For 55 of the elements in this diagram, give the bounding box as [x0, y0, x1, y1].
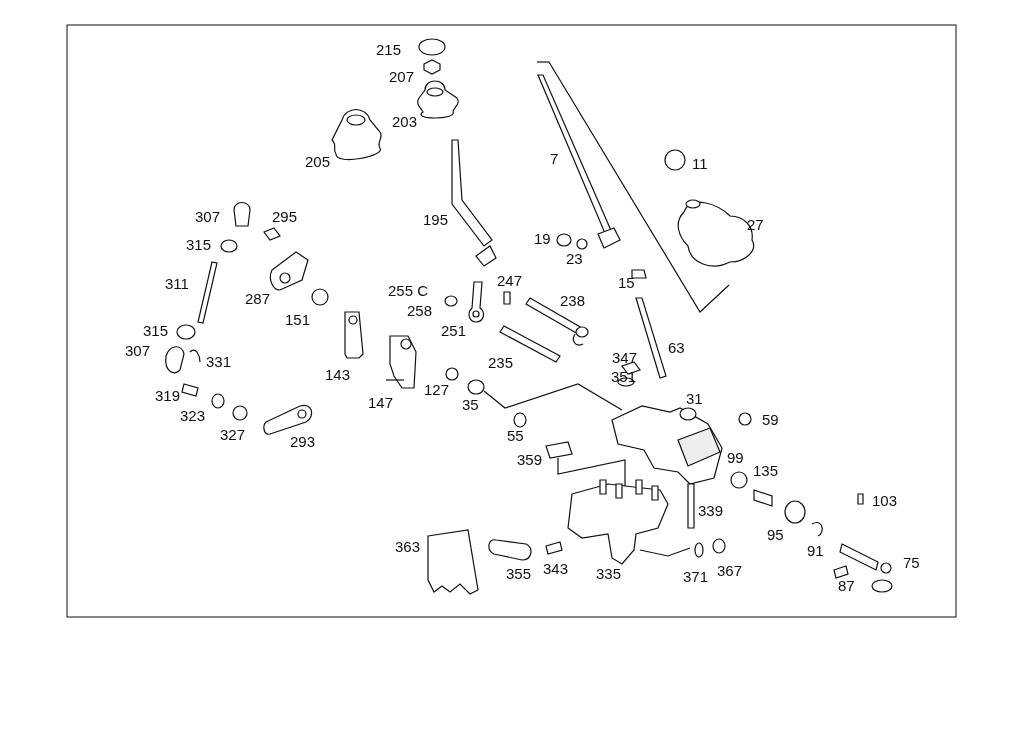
- callout-number: 19: [534, 230, 551, 246]
- callout-number: 351: [611, 368, 637, 384]
- callout-number: 205: [305, 153, 331, 169]
- callout-number: 339: [698, 502, 724, 518]
- callout-number: 287: [245, 290, 271, 306]
- callout-number: 293: [290, 433, 316, 449]
- callout-number: 315: [186, 236, 212, 252]
- callout-number: 75: [903, 554, 920, 570]
- callout-number: 359: [517, 451, 543, 467]
- callout-number: 343: [543, 560, 569, 576]
- callout-number: 363: [395, 538, 421, 554]
- callout-number: 255 C: [388, 282, 429, 298]
- callout-number: 135: [753, 462, 779, 478]
- callout-number: 331: [206, 353, 232, 369]
- callout-number: 23: [566, 250, 583, 266]
- callout-number: 203: [392, 113, 418, 129]
- callout-number: 295: [272, 208, 298, 224]
- callout-number: 235: [488, 354, 514, 370]
- callout-number: 143: [325, 366, 351, 382]
- callout-number: 215: [376, 41, 402, 57]
- callout-number: 59: [762, 411, 779, 427]
- callout-number: 307: [125, 342, 151, 358]
- callout-number: 367: [717, 562, 743, 578]
- callout-number: 151: [285, 311, 311, 327]
- callout-number: 238: [560, 292, 586, 308]
- callout-number: 347: [612, 349, 638, 365]
- callout-number: 319: [155, 387, 181, 403]
- callout-number: 355: [506, 565, 532, 581]
- callout-number: 99: [727, 449, 744, 465]
- callout-number: 195: [423, 211, 449, 227]
- callout-number: 91: [807, 542, 824, 558]
- callout-number: 127: [424, 381, 450, 397]
- callout-number: 327: [220, 426, 246, 442]
- callout-number: 258: [407, 302, 433, 318]
- callout-number: 27: [747, 216, 764, 232]
- callout-number: 31: [686, 390, 703, 406]
- callout-number: 251: [441, 322, 467, 338]
- callout-number: 35: [462, 396, 479, 412]
- callout-number: 147: [368, 394, 394, 410]
- callout-number: 371: [683, 568, 709, 584]
- callout-number: 15: [618, 274, 635, 290]
- callout-number: 311: [165, 275, 189, 291]
- callout-number: 103: [872, 492, 898, 508]
- callout-number: 7: [550, 150, 559, 166]
- callout-number: 87: [838, 577, 855, 593]
- callout-number: 95: [767, 526, 784, 542]
- callout-number: 55: [507, 427, 524, 443]
- callout-number: 63: [668, 339, 685, 355]
- callout-number: 335: [596, 565, 622, 581]
- callout-number: 315: [143, 322, 169, 338]
- callout-number: 323: [180, 407, 206, 423]
- callout-number: 247: [497, 272, 523, 288]
- callout-number: 207: [389, 68, 415, 84]
- callout-number: 307: [195, 208, 221, 224]
- callout-number: 11: [692, 155, 708, 171]
